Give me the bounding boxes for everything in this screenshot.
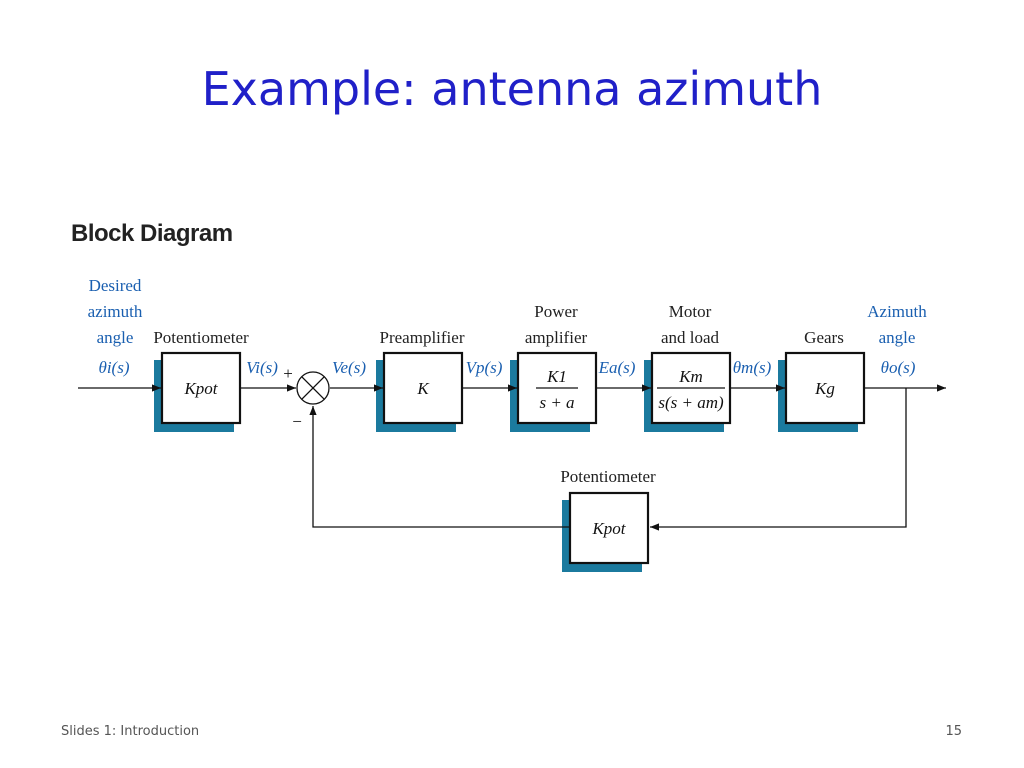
input-signal-label: θi(s) xyxy=(98,358,129,377)
motor-tf-num: Km xyxy=(678,367,703,386)
summing-minus: − xyxy=(292,412,302,431)
potentiometer-in-block xyxy=(160,351,242,425)
power-amplifier-block xyxy=(516,351,598,425)
signal-vp: Vp(s) xyxy=(466,358,503,377)
potentiometer-fb-block xyxy=(568,491,650,565)
signal-theta-m: θm(s) xyxy=(733,358,772,377)
footer-left: Slides 1: Introduction xyxy=(61,724,200,739)
output-label-line-2: angle xyxy=(879,328,916,347)
output-label-line-1: Azimuth xyxy=(867,302,927,321)
input-label-line-3: angle xyxy=(97,328,134,347)
diagram-heading: Block Diagram xyxy=(71,220,233,247)
gears-label: Gears xyxy=(804,328,844,347)
blocks xyxy=(160,351,866,565)
preamplifier-tf: K xyxy=(416,379,430,398)
potentiometer-fb-tf: Kpot xyxy=(591,519,626,538)
gears-tf: Kg xyxy=(814,379,835,398)
input-label-line-1: Desired xyxy=(89,276,142,295)
power-amplifier-tf-num: K1 xyxy=(546,367,567,386)
summing-junction xyxy=(296,371,330,405)
potentiometer-in-label: Potentiometer xyxy=(153,328,249,347)
signal-ve: Ve(s) xyxy=(332,358,366,377)
potentiometer-in-tf: Kpot xyxy=(183,379,218,398)
motor-label-1: Motor xyxy=(669,302,712,321)
preamplifier-label: Preamplifier xyxy=(380,328,465,347)
potentiometer-fb-label: Potentiometer xyxy=(560,467,656,486)
power-amplifier-label-1: Power xyxy=(534,302,578,321)
summing-plus: + xyxy=(283,364,293,383)
power-amplifier-label-2: amplifier xyxy=(525,328,588,347)
signal-ea: Ea(s) xyxy=(598,358,636,377)
signal-paths xyxy=(78,384,946,531)
power-amplifier-tf-den: s + a xyxy=(539,393,574,412)
input-label-line-2: azimuth xyxy=(88,302,143,321)
slide-title: Example: antenna azimuth xyxy=(201,62,823,116)
motor-label-2: and load xyxy=(661,328,720,347)
output-signal-label: θo(s) xyxy=(881,358,916,377)
signal-vi: Vi(s) xyxy=(246,358,278,377)
block-shadows xyxy=(154,360,858,572)
page-number: 15 xyxy=(945,724,962,739)
gears-block xyxy=(784,351,866,425)
motor-tf-den: s(s + am) xyxy=(658,393,724,412)
preamplifier-block xyxy=(382,351,464,425)
